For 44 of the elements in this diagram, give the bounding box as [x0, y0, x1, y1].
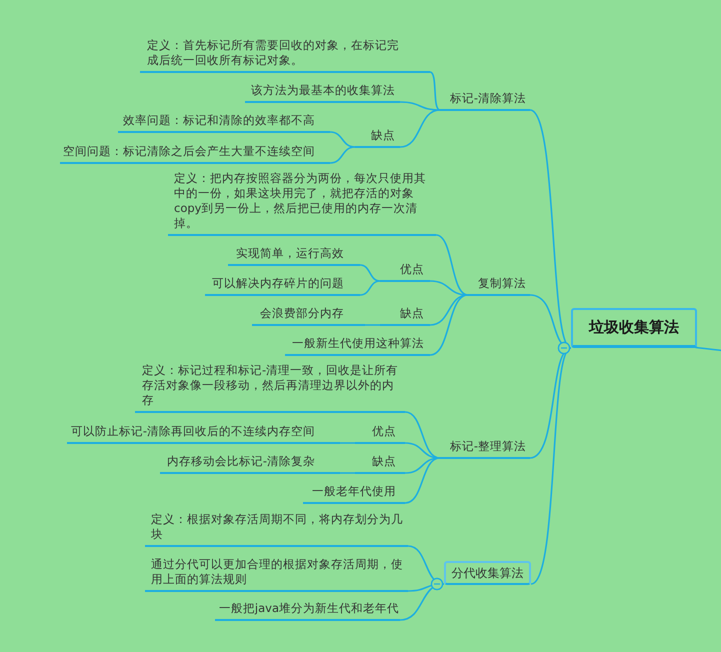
topic-text: 可以解决内存碎片的问题 — [205, 277, 360, 296]
connector — [400, 109, 440, 148]
topic-text: 缺点 — [355, 455, 405, 474]
topic-text: 缺点 — [355, 128, 400, 148]
branch-topic: 复制算法 — [468, 277, 530, 296]
topic-text: 空间问题：标记清除之后会产生大量不连续空间 — [60, 143, 330, 164]
topic-text: 实现简单，运行高效 — [228, 247, 360, 266]
connector — [340, 472, 355, 474]
topic-text: 定义：把内存按照容器分为两份，每次只使用其中的一份，如果这块用完了，就把存活的对象copy到另一份上，然后把已使用的内存一次清掉。 — [168, 170, 436, 236]
topic-text: 定义：首先标记所有需要回收的对象，在标记完成后统一回收所有标记对象。 — [140, 38, 430, 73]
connector — [404, 442, 440, 459]
connector — [694, 346, 721, 352]
topic-text: 一般老年代使用 — [303, 485, 405, 504]
topic-text: 该方法为最基本的收集算法 — [245, 85, 400, 103]
connector — [430, 71, 440, 111]
topic-text: 一般把java堆分为新生代和老年代 — [215, 601, 400, 621]
connector — [330, 131, 356, 148]
connector — [360, 280, 380, 296]
topic-text: 效率问题：标记和清除的效率都不高 — [118, 113, 330, 133]
connector — [430, 280, 468, 296]
connector — [436, 234, 468, 296]
topic-text: 内存移动会比标记-清除复杂 — [160, 455, 340, 474]
topic-text: 会浪费部分内存 — [252, 307, 365, 326]
topic-text: 优点 — [355, 425, 405, 444]
branch-topic: 标记-整理算法 — [440, 440, 530, 459]
connector — [360, 264, 380, 282]
central-topic-box: 垃圾收集算法 — [571, 308, 697, 348]
branch-topic: 标记-清除算法 — [440, 92, 530, 111]
connector — [340, 442, 355, 444]
connector — [400, 101, 440, 111]
topic-text: 定义：标记过程和标记-清理一致，回收是让所有存活对象像一段移动，然后再清理边界以外的内存 — [135, 366, 405, 413]
topic-text: 一般新生代使用这种算法 — [285, 336, 430, 356]
topic-text: 缺点 — [380, 307, 430, 326]
topic-text: 定义：根据对象存活周期不同，将内存划分为几块 — [145, 512, 408, 547]
topic-text: 优点 — [380, 263, 430, 282]
connector — [330, 146, 356, 164]
branch-topic-box: 分代收集算法 — [444, 561, 531, 585]
connector — [404, 457, 440, 504]
topic-text: 可以防止标记-清除再回收后的不连续内存空间 — [67, 425, 340, 444]
connector — [530, 342, 572, 585]
connector — [430, 294, 468, 356]
connector — [365, 324, 380, 326]
connector — [400, 578, 444, 621]
topic-text: 通过分代可以更加合理的根据对象存活周期，使用上面的算法规则 — [145, 556, 408, 592]
